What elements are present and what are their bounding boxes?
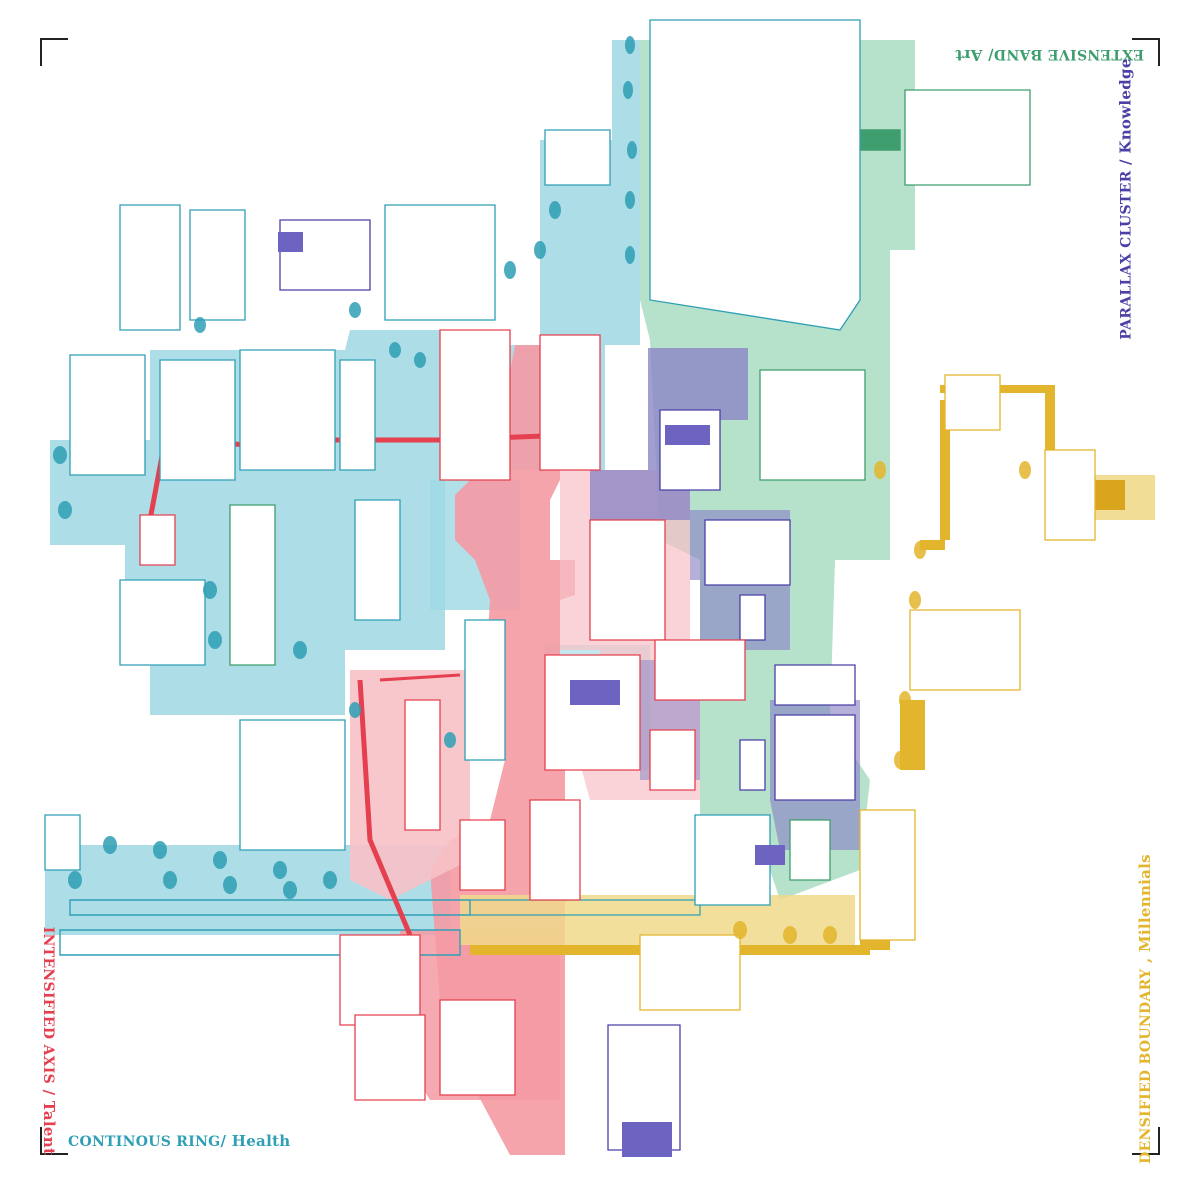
continous-ring-zone-south [45, 845, 450, 935]
label-intensified-axis-main: INTENSIFIED AXIS [40, 926, 57, 1085]
building-block [739, 739, 766, 791]
building-block [904, 89, 1031, 186]
corner-mark-bottom-left [40, 1127, 68, 1155]
building-block [189, 209, 246, 321]
buildings [44, 19, 1096, 1151]
building-block [229, 504, 276, 666]
building-block [239, 349, 336, 471]
label-parallax-cluster: PARALLAX CLUSTER / Knowledge [1117, 58, 1135, 339]
building-block [649, 19, 861, 331]
building-block [464, 619, 506, 761]
label-intensified-axis: INTENSIFIED AXIS / Talent [40, 927, 58, 1155]
label-intensified-axis-sub: / Talent [40, 1084, 59, 1156]
building-block [639, 934, 741, 1011]
building-block [404, 699, 441, 831]
building-block [759, 369, 866, 481]
building-block [649, 729, 696, 791]
red-bridge-3 [379, 673, 461, 682]
label-extensive-band-sub: / Art [955, 46, 994, 64]
building-block [439, 999, 516, 1096]
building-block [339, 934, 421, 1026]
building-block [944, 374, 1001, 431]
purple-accents [278, 232, 785, 1157]
building-block [439, 329, 511, 481]
building-block [544, 654, 641, 771]
building-block [789, 819, 831, 881]
corner-mark-top-left [40, 38, 68, 66]
building-block [704, 519, 791, 586]
building-block [659, 409, 721, 491]
building-block [1044, 449, 1096, 541]
building-block [354, 1014, 426, 1101]
building-block [384, 204, 496, 321]
red-bridge-2 [357, 679, 413, 936]
label-densified-boundary-main: DENSIFIED BOUNDARY [1137, 968, 1154, 1164]
building-block [589, 519, 666, 641]
corner-mark-top-right [1132, 38, 1160, 66]
south-road-lower [59, 929, 461, 956]
building-block [859, 809, 916, 941]
building-block [239, 719, 346, 851]
building-block [774, 664, 856, 706]
building-block [159, 359, 236, 481]
building-block [69, 354, 146, 476]
label-parallax-cluster-main: PARALLAX CLUSTER [1118, 170, 1135, 340]
trees [53, 36, 637, 899]
densified-boundary-zone [460, 895, 855, 945]
building-block [654, 639, 746, 701]
building-block [119, 579, 206, 666]
building-block [354, 499, 401, 621]
building-block [607, 1024, 681, 1151]
building-block [139, 514, 176, 566]
label-parallax-cluster-sub: / Knowledge [1116, 58, 1135, 171]
east-road [470, 899, 701, 916]
label-continous-ring-main: CONTINOUS RING [68, 1134, 221, 1150]
building-block [544, 129, 611, 186]
building-block [774, 714, 856, 801]
label-continous-ring-sub: / Health [220, 1132, 291, 1150]
building-block [739, 594, 766, 641]
building-block [459, 819, 506, 891]
label-extensive-band: EXTENSIVE BAND/ Art [955, 46, 1144, 64]
building-block [694, 814, 771, 906]
building-block [529, 799, 581, 901]
label-densified-boundary: DENSIFIED BOUNDARY , Millennials [1136, 854, 1154, 1164]
building-block [339, 359, 376, 471]
building-block [44, 814, 81, 871]
label-continous-ring: CONTINOUS RING/ Health [68, 1132, 291, 1150]
corner-mark-bottom-right [1132, 1127, 1160, 1155]
building-block [539, 334, 601, 471]
label-densified-boundary-sub: , Millennials [1135, 854, 1154, 969]
building-block [279, 219, 371, 291]
building-block [119, 204, 181, 331]
trees-yellow [733, 461, 1031, 944]
building-block [909, 609, 1021, 691]
